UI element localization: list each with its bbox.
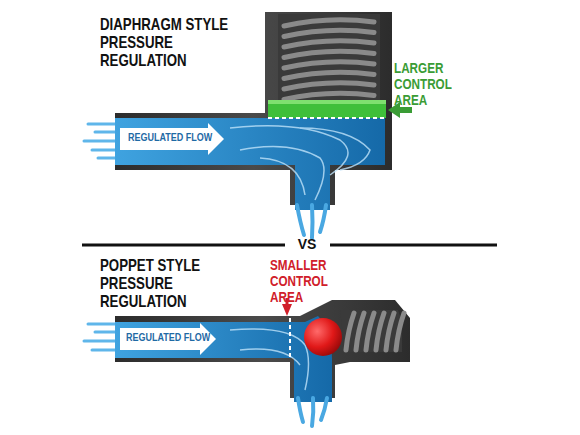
diaphragm-highlight <box>268 100 386 104</box>
spring-coil <box>284 51 374 57</box>
flow-swirl <box>230 329 309 390</box>
spring-coil <box>284 62 374 68</box>
spring-coil <box>346 313 354 350</box>
spring-coil <box>284 72 374 78</box>
poppet-ball <box>304 318 342 356</box>
section-heading: DIAPHRAGM STYLE PRESSURE REGULATION <box>100 16 240 70</box>
spring-coil <box>284 41 374 47</box>
spring-coil <box>356 313 364 350</box>
spring-coil <box>366 313 374 350</box>
callout-label: LARGER CONTROL AREA <box>394 60 456 108</box>
flow-arrow <box>120 323 216 355</box>
outlet-stream <box>298 398 327 426</box>
diaphragm <box>268 100 386 118</box>
divider-label: VS <box>298 237 317 252</box>
spring-coil <box>284 83 374 89</box>
spring-coil <box>376 313 384 350</box>
pipe-housing <box>115 300 410 398</box>
section-heading: POPPET STYLE PRESSURE REGULATION <box>100 257 240 311</box>
spring-coil <box>284 93 374 99</box>
callout-label: SMALLER CONTROL AREA <box>270 257 332 305</box>
spring-coil <box>284 30 374 36</box>
control-area-line <box>268 117 386 119</box>
spring-coil <box>396 313 404 350</box>
control-area-line <box>289 318 291 358</box>
poppet-regulator <box>84 298 410 426</box>
spring-chamber <box>340 310 402 352</box>
outlet-stream <box>297 205 326 238</box>
spring-coil <box>386 313 394 350</box>
water-channel <box>115 118 385 210</box>
spring <box>284 20 374 100</box>
divider <box>82 244 285 247</box>
water-channel <box>115 316 332 402</box>
divider <box>330 244 497 247</box>
flow-label: REGULATED FLOW <box>126 332 210 343</box>
diaphragm-regulator <box>84 12 412 238</box>
spring <box>346 313 404 350</box>
spring-chamber <box>278 14 380 100</box>
flow-label: REGULATED FLOW <box>128 132 212 143</box>
spring-coil <box>284 20 374 26</box>
flow-arrow <box>120 123 224 155</box>
flow-swirl <box>230 126 370 200</box>
